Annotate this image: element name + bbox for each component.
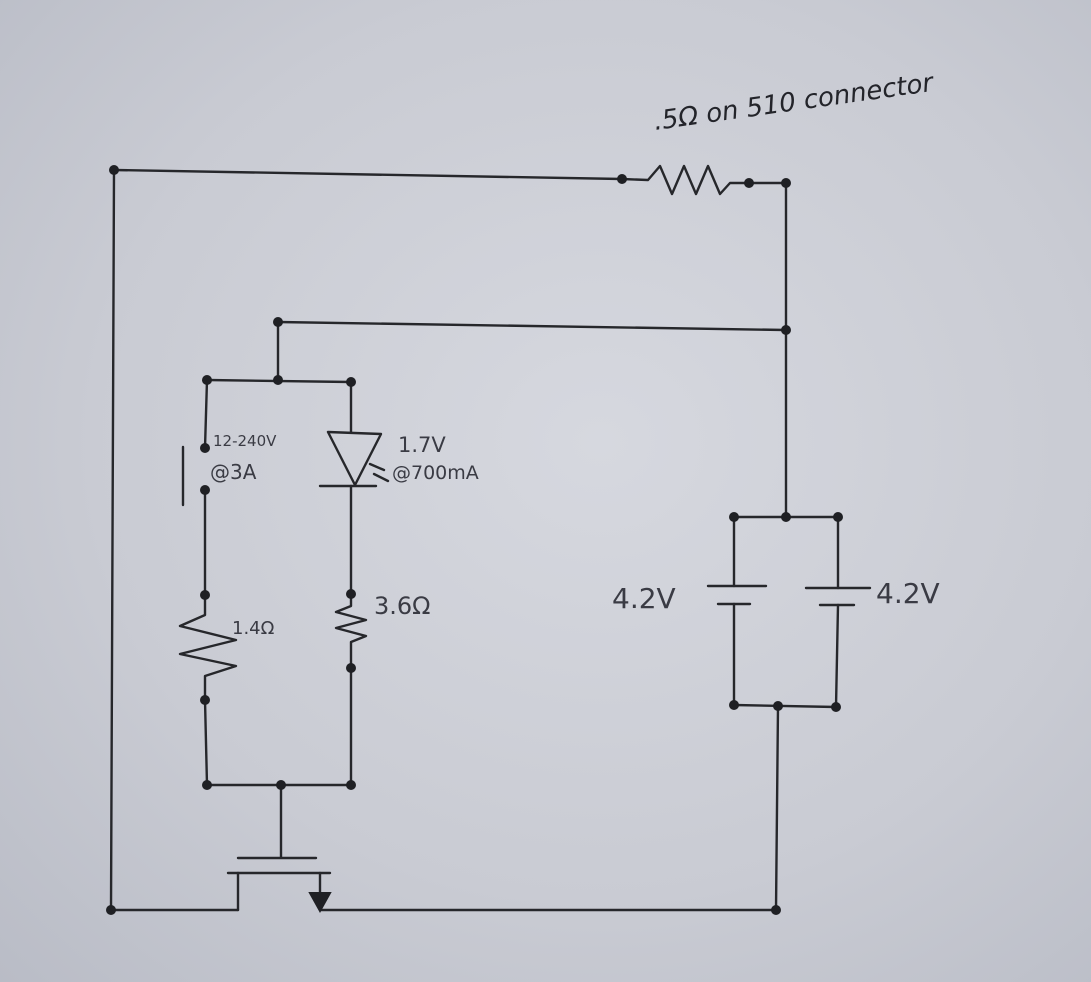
junction-dot — [771, 905, 781, 915]
label-battery-left: 4.2V — [612, 582, 676, 615]
resistor-top — [620, 164, 751, 196]
junction-dot — [781, 325, 791, 335]
wire-left-upper — [203, 378, 209, 450]
resistor-left — [178, 593, 238, 702]
junction-dot — [346, 589, 356, 599]
label-led-voltage: 1.7V — [398, 433, 446, 457]
branch-feed-wires — [205, 320, 788, 384]
junction-dot — [833, 512, 843, 522]
junction-dot — [346, 780, 356, 790]
junction-dot — [200, 443, 210, 453]
junction-dot — [744, 178, 754, 188]
label-left-resistor: 1.4Ω — [232, 618, 275, 639]
junction-dot — [729, 700, 739, 710]
wire-left-lower — [203, 698, 209, 787]
junction-dot — [773, 701, 783, 711]
junction-dot — [831, 702, 841, 712]
junction-dot — [200, 695, 210, 705]
wire-battery-right-lower — [834, 603, 840, 709]
junction-dot — [273, 375, 283, 385]
wire-feed-horizontal — [276, 320, 788, 332]
label-led-current: @700mA — [392, 462, 479, 484]
label-switch-current: @3A — [210, 460, 257, 484]
mosfet-area — [205, 783, 353, 914]
left-branch — [178, 378, 238, 787]
junction-dot — [781, 178, 791, 188]
resistor-right — [334, 592, 368, 670]
wire-battery-return — [774, 704, 780, 912]
label-switch-voltage: 12-240V — [213, 432, 277, 450]
label-top-resistor: .5Ω on 510 connector — [652, 68, 937, 137]
wire-right-vertical — [747, 181, 788, 519]
wire-top — [112, 168, 624, 181]
led-triangle — [326, 430, 383, 487]
junction-dot — [729, 512, 739, 522]
junction-dot — [106, 905, 116, 915]
junction-dot — [200, 590, 210, 600]
junction-dot — [781, 512, 791, 522]
junction-dot — [109, 165, 119, 175]
junction-dot — [273, 317, 283, 327]
wire-battery-bottom — [732, 703, 838, 709]
junction-dot — [202, 780, 212, 790]
mosfet-arrow — [308, 892, 332, 914]
junction-dot — [346, 663, 356, 673]
junction-dots — [106, 165, 843, 915]
junction-dot — [276, 780, 286, 790]
label-battery-right: 4.2V — [876, 577, 940, 610]
wire-left-outer — [109, 168, 116, 912]
right-branch — [318, 380, 390, 787]
junction-dot — [617, 174, 627, 184]
junction-dot — [202, 375, 212, 385]
led-light-rays — [368, 462, 390, 483]
label-right-resistor: 3.6Ω — [374, 592, 431, 620]
battery-pack — [706, 515, 872, 709]
junction-dot — [200, 485, 210, 495]
component-labels: .5Ω on 510 connector 12-240V @3A 1.7V @7… — [210, 68, 940, 639]
outer-wires — [109, 168, 788, 912]
junction-dot — [346, 377, 356, 387]
